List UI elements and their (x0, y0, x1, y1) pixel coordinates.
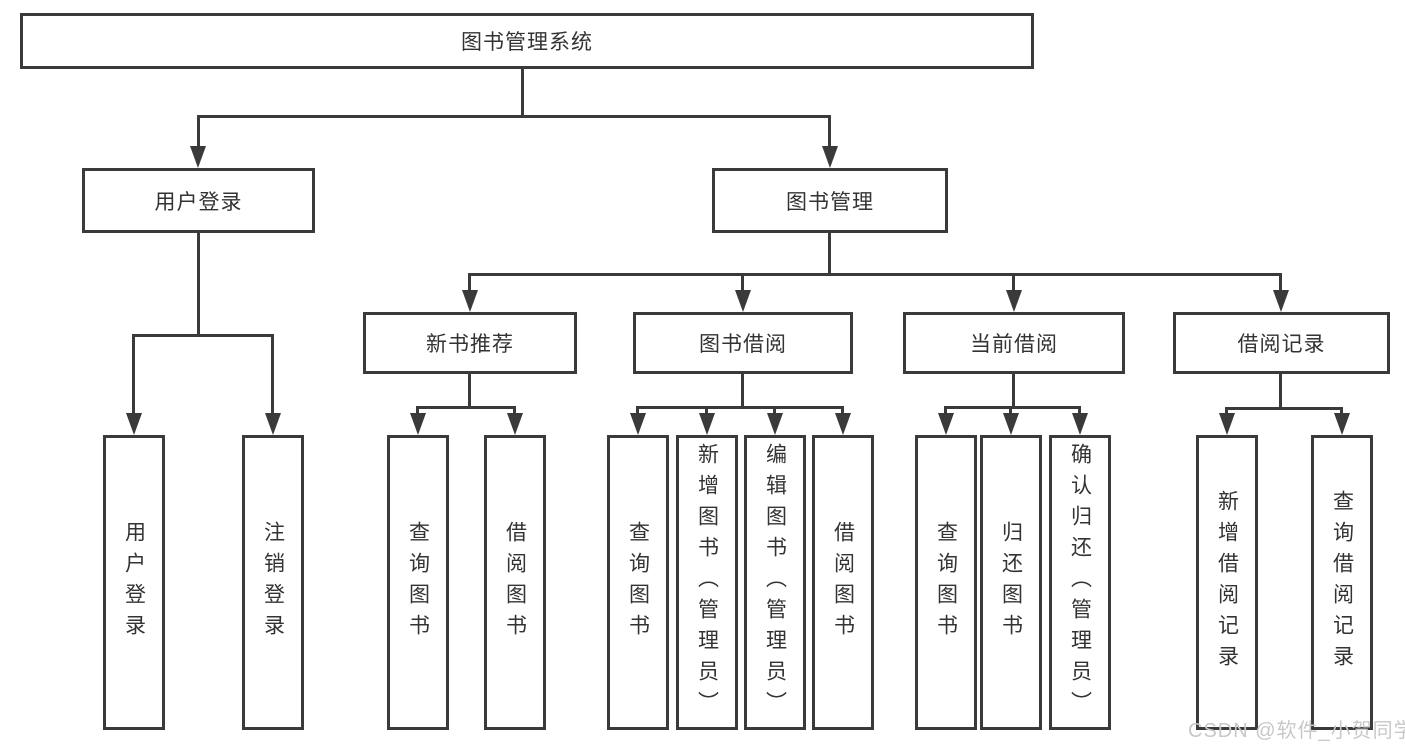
arrow-down-icon (265, 413, 281, 435)
connector-drop (1009, 406, 1012, 417)
connector-branch-new-books (416, 406, 516, 409)
connector-stub-user-login (197, 233, 200, 336)
arrow-down-icon (410, 413, 426, 435)
connector-drop (1225, 407, 1228, 417)
leaf-label: 归还图书 (999, 520, 1023, 645)
leaf-label: 借阅图书 (831, 520, 855, 645)
leaf-label: 查询图书 (406, 520, 430, 645)
arrow-down-icon (507, 413, 523, 435)
leaf-newbooks-query-books: 查询图书 (387, 435, 449, 730)
connector-drop (705, 406, 708, 417)
connector-drop-leaf-login (132, 334, 135, 417)
leaf-borrow-edit-books-admin: 编辑图书（管理员） (744, 435, 806, 730)
connector-drop-book-borrow (741, 273, 744, 293)
leaf-records-query-record: 查询借阅记录 (1311, 435, 1373, 730)
node-borrowing-records: 借阅记录 (1173, 312, 1390, 374)
leaf-label: 查询图书 (626, 520, 650, 645)
connector-branch-level3 (468, 273, 1282, 276)
connector-drop (773, 406, 776, 417)
leaf-label: 新增借阅记录 (1215, 489, 1239, 676)
node-book-management: 图书管理 (712, 168, 948, 233)
connector-drop-new-books (468, 273, 471, 293)
leaf-label: 查询借阅记录 (1330, 489, 1354, 676)
arrow-down-icon (1006, 290, 1022, 312)
arrow-down-icon (835, 413, 851, 435)
leaf-label: 编辑图书（管理员） (763, 443, 787, 722)
connector-drop (416, 406, 419, 417)
leaf-label: 确认归还（管理员） (1068, 443, 1092, 722)
node-user-login: 用户登录 (82, 168, 315, 233)
connector-stub-borrow-records (1279, 374, 1282, 410)
arrow-down-icon (699, 413, 715, 435)
leaf-current-query-books: 查询图书 (915, 435, 977, 730)
arrow-down-icon (1273, 290, 1289, 312)
connector-drop (841, 406, 844, 417)
leaf-logout-login: 注销登录 (242, 435, 304, 730)
connector-trunk (521, 69, 524, 118)
arrow-down-icon (822, 146, 838, 168)
connector-branch-user-login (132, 334, 274, 337)
connector-drop-user-login (197, 115, 200, 148)
node-book-borrowing: 图书借阅 (633, 312, 853, 374)
node-current-borrowing: 当前借阅 (903, 312, 1125, 374)
connector-drop-leaf-logout (271, 334, 274, 417)
connector-drop-current-borrow (1012, 273, 1015, 293)
connector-stub-book-borrow (741, 374, 744, 408)
arrow-down-icon (630, 413, 646, 435)
leaf-label: 新增图书（管理员） (695, 443, 719, 722)
leaf-current-return-books: 归还图书 (980, 435, 1042, 730)
arrow-down-icon (126, 413, 142, 435)
arrow-down-icon (462, 290, 478, 312)
arrow-down-icon (190, 146, 206, 168)
connector-branch-book-borrow (636, 406, 844, 409)
connector-drop (1340, 407, 1343, 417)
connector-branch-current-borrow (944, 406, 1081, 409)
leaf-borrow-borrow-books: 借阅图书 (812, 435, 874, 730)
connector-branch-borrow-records (1225, 407, 1343, 410)
connector-drop-book-management (828, 115, 831, 148)
connector-drop (944, 406, 947, 417)
leaf-label: 查询图书 (934, 520, 958, 645)
connector-stub-new-books (468, 374, 471, 408)
arrow-down-icon (1219, 413, 1235, 435)
watermark: CSDN @软件_小贺同学 (1188, 720, 1405, 742)
arrow-down-icon (938, 413, 954, 435)
arrow-down-icon (735, 290, 751, 312)
connector-drop (636, 406, 639, 417)
arrow-down-icon (767, 413, 783, 435)
arrow-down-icon (1003, 413, 1019, 435)
leaf-records-add-record: 新增借阅记录 (1196, 435, 1258, 730)
leaf-user-login: 用户登录 (103, 435, 165, 730)
leaf-label: 注销登录 (261, 520, 285, 645)
arrow-down-icon (1334, 413, 1350, 435)
node-new-book-recommend: 新书推荐 (363, 312, 577, 374)
connector-drop (513, 406, 516, 417)
connector-branch-level2 (197, 115, 831, 118)
node-library-system: 图书管理系统 (20, 13, 1034, 69)
leaf-borrow-add-books-admin: 新增图书（管理员） (676, 435, 738, 730)
leaf-newbooks-borrow-books: 借阅图书 (484, 435, 546, 730)
leaf-borrow-query-books: 查询图书 (607, 435, 669, 730)
leaf-label: 借阅图书 (503, 520, 527, 645)
connector-stub-current-borrow (1012, 374, 1015, 408)
arrow-down-icon (1072, 413, 1088, 435)
connector-drop-borrow-records (1279, 273, 1282, 293)
connector-drop (1078, 406, 1081, 417)
connector-stub-book-management (828, 233, 831, 275)
leaf-label: 用户登录 (122, 520, 146, 645)
leaf-current-confirm-return-admin: 确认归还（管理员） (1049, 435, 1111, 730)
